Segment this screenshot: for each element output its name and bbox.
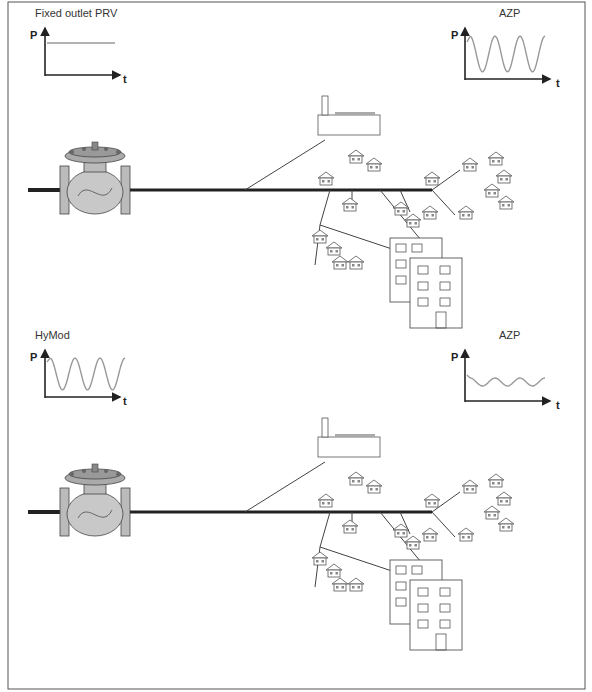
axis-label: t — [556, 78, 560, 89]
panel-title: Fixed outlet PRV — [35, 8, 117, 19]
panel-title: AZP — [499, 8, 520, 19]
panel-title: AZP — [499, 330, 520, 341]
axis-label: t — [123, 396, 127, 407]
axis-label: P — [30, 30, 37, 41]
axis-label: P — [451, 30, 458, 41]
axis-label: t — [123, 74, 127, 85]
axis-label: t — [556, 400, 560, 411]
axis-label: P — [30, 352, 37, 363]
panel-title: HyMod — [35, 330, 70, 341]
axis-label: P — [451, 352, 458, 363]
